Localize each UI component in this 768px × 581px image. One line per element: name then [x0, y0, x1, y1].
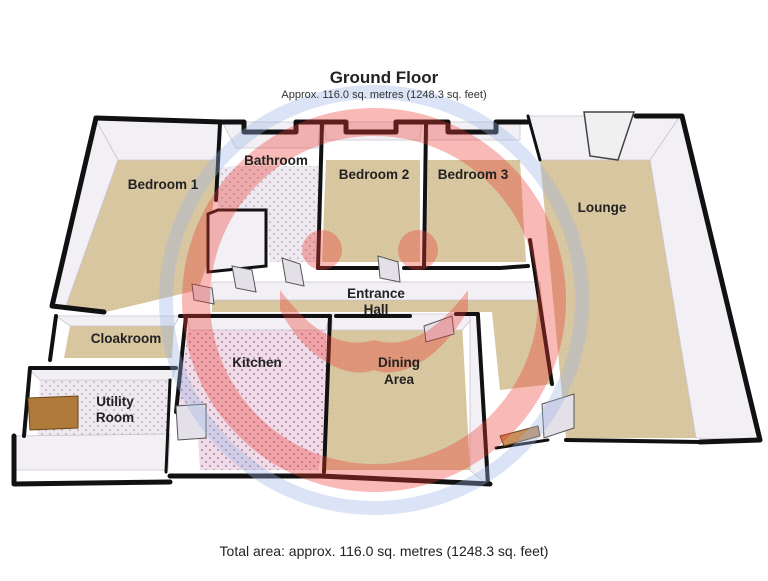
- front-step: [499, 425, 541, 447]
- cloakroom-floor: [64, 326, 174, 358]
- room-label-entrance: Entrance: [347, 286, 405, 301]
- wardrobe: [27, 395, 79, 431]
- room-label-kitchen: Kitchen: [232, 355, 282, 370]
- bedroom-3-floor: [426, 160, 526, 262]
- header: Ground Floor Approx. 116.0 sq. metres (1…: [0, 68, 768, 102]
- room-label-cloakroom: Cloakroom: [91, 331, 162, 346]
- room-label-bathroom: Bathroom: [244, 153, 308, 168]
- bedroom-2-floor: [322, 160, 420, 262]
- room-label-room: Room: [96, 410, 134, 425]
- room-label-utility: Utility: [96, 394, 134, 409]
- room-label-bedroom-3: Bedroom 3: [438, 167, 509, 182]
- room-label-hall: Hall: [364, 302, 389, 317]
- doors: [175, 255, 575, 441]
- watermark-logo: [159, 85, 589, 515]
- walls: [11, 113, 763, 487]
- room-label-area: Area: [384, 372, 415, 387]
- dining-floor: [324, 322, 470, 470]
- window-top-right: [583, 111, 636, 161]
- entrance-hall-floor: [212, 282, 552, 390]
- kitchen-floor: [176, 320, 326, 470]
- floor-title: Ground Floor: [329, 68, 439, 87]
- room-label-dining: Dining: [378, 355, 420, 370]
- total-area: Total area: approx. 116.0 sq. metres (12…: [219, 543, 549, 559]
- room-label-bedroom-1: Bedroom 1: [128, 177, 199, 192]
- room-label-lounge: Lounge: [578, 200, 627, 215]
- room-label-bedroom-2: Bedroom 2: [339, 167, 410, 182]
- lounge-floor: [540, 160, 696, 438]
- bathroom-floor: [218, 166, 318, 262]
- floor-area-subtitle: Approx. 116.0 sq. metres (1248.3 sq. fee…: [281, 89, 487, 101]
- bedroom-1-floor: [66, 160, 216, 312]
